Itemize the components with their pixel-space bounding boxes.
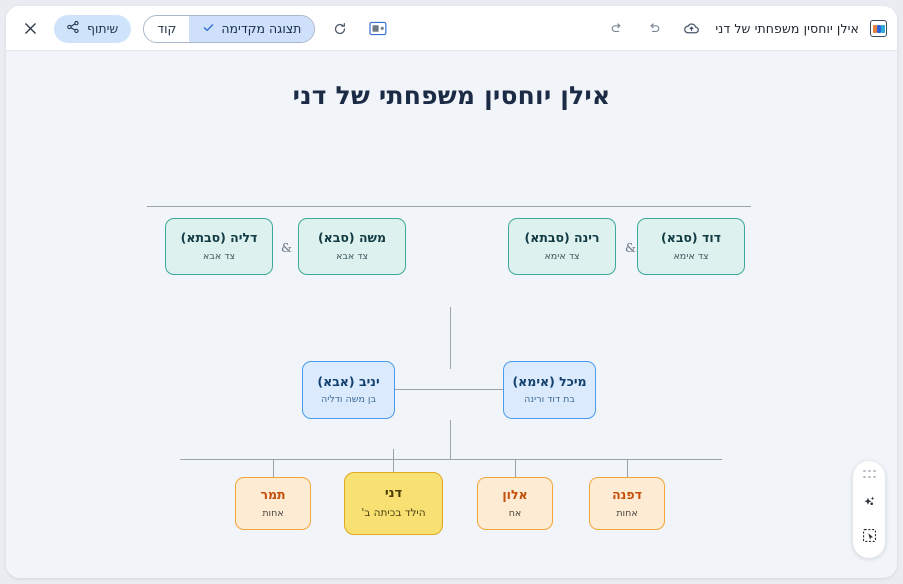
node-child-dani[interactable]: דני הילד בכיתה ב' xyxy=(344,472,443,535)
node-name: יניב (אבא) xyxy=(317,373,380,389)
node-role: אחות xyxy=(262,507,284,519)
node-name: רינה (סבתא) xyxy=(524,230,600,246)
child-stub-alon xyxy=(515,459,517,477)
children-bus-line xyxy=(180,459,722,461)
floating-tool-panel[interactable] xyxy=(853,461,885,558)
child-stub-dani xyxy=(393,449,395,473)
node-role: בן משה ודליה xyxy=(321,394,377,406)
node-role: צד אימא xyxy=(673,250,709,262)
page-title: אילן יוחסין משפחתי של דני xyxy=(292,81,611,110)
node-name: דליה (סבתא) xyxy=(180,230,258,246)
node-name: דוד (סבא) xyxy=(661,230,721,246)
parents-link-line xyxy=(391,389,504,391)
child-stub-dafna xyxy=(627,459,629,477)
node-role: הילד בכיתה ב' xyxy=(361,507,426,520)
top-toolbar: אילן יוחסין משפחתי של דני xyxy=(6,6,897,51)
node-parent-michal[interactable]: מיכל (אימא) בת דוד ורינה xyxy=(503,361,596,419)
app-window: אילן יוחסין משפחתי של דני xyxy=(6,6,897,578)
refresh-icon[interactable] xyxy=(327,16,353,42)
grandparents-to-parents-line xyxy=(450,307,452,369)
ampersand-paternal: & xyxy=(281,240,293,255)
cloud-upload-icon[interactable] xyxy=(678,16,704,42)
node-role: אח xyxy=(508,507,522,519)
tab-code[interactable]: קוד xyxy=(144,15,190,42)
node-grandparent-rina[interactable]: רינה (סבתא) צד אימא xyxy=(508,218,616,275)
tab-preview[interactable]: תצוגה מקדימה xyxy=(189,15,315,42)
grandparents-bus-line xyxy=(147,206,751,208)
node-parent-yaniv[interactable]: יניב (אבא) בן משה ודליה xyxy=(302,361,395,419)
toolbar-left-group: שיתוף תצוגה מקדימה ק xyxy=(18,6,391,51)
toolbar-right-group: אילן יוחסין משפחתי של דני xyxy=(604,6,887,51)
share-label: שיתוף xyxy=(87,21,119,36)
diagram-canvas[interactable]: אילן יוחסין משפחתי של דני דליה (סבתא) צד… xyxy=(6,51,897,578)
share-button[interactable]: שיתוף xyxy=(54,14,132,43)
undo-icon[interactable] xyxy=(641,16,667,42)
node-role: בת דוד ורינה xyxy=(524,394,575,406)
view-mode-toggle[interactable]: תצוגה מקדימה קוד xyxy=(143,14,316,43)
node-child-dafna[interactable]: דפנה אחות xyxy=(589,477,665,530)
node-child-tamar[interactable]: תמר אחות xyxy=(235,477,311,530)
parents-to-children-line xyxy=(450,420,452,459)
node-grandparent-dalia[interactable]: דליה (סבתא) צד אבא xyxy=(165,218,273,275)
check-icon xyxy=(202,21,215,37)
node-role: צד אימא xyxy=(544,250,580,262)
node-name: משה (סבא) xyxy=(317,230,387,246)
node-name: דני xyxy=(384,486,403,502)
sparkle-icon[interactable] xyxy=(857,489,881,513)
node-grandparent-david[interactable]: דוד (סבא) צד אימא xyxy=(637,218,745,275)
child-stub-tamar xyxy=(273,459,275,477)
node-role: צד אבא xyxy=(202,250,236,262)
redo-icon[interactable] xyxy=(604,16,630,42)
image-icon[interactable] xyxy=(365,16,391,42)
family-tree: דליה (סבתא) צד אבא & משה (סבא) צד אבא רי… xyxy=(6,51,897,578)
node-role: אחות xyxy=(616,507,638,519)
ampersand-maternal: & xyxy=(625,240,637,255)
app-logo-icon xyxy=(870,20,887,37)
document-title: אילן יוחסין משפחתי של דני xyxy=(715,21,859,36)
node-name: תמר xyxy=(260,487,286,503)
node-name: אלון xyxy=(502,487,528,503)
drag-handle-icon[interactable] xyxy=(863,470,876,479)
node-name: מיכל (אימא) xyxy=(512,373,587,389)
node-name: דפנה xyxy=(612,487,642,503)
preview-label: תצוגה מקדימה xyxy=(221,21,302,36)
node-grandparent-moshe[interactable]: משה (סבא) צד אבא xyxy=(298,218,406,275)
close-icon[interactable] xyxy=(18,17,42,41)
node-child-alon[interactable]: אלון אח xyxy=(477,477,553,530)
share-icon xyxy=(66,19,80,38)
node-role: צד אבא xyxy=(335,250,369,262)
select-area-icon[interactable] xyxy=(857,523,881,547)
